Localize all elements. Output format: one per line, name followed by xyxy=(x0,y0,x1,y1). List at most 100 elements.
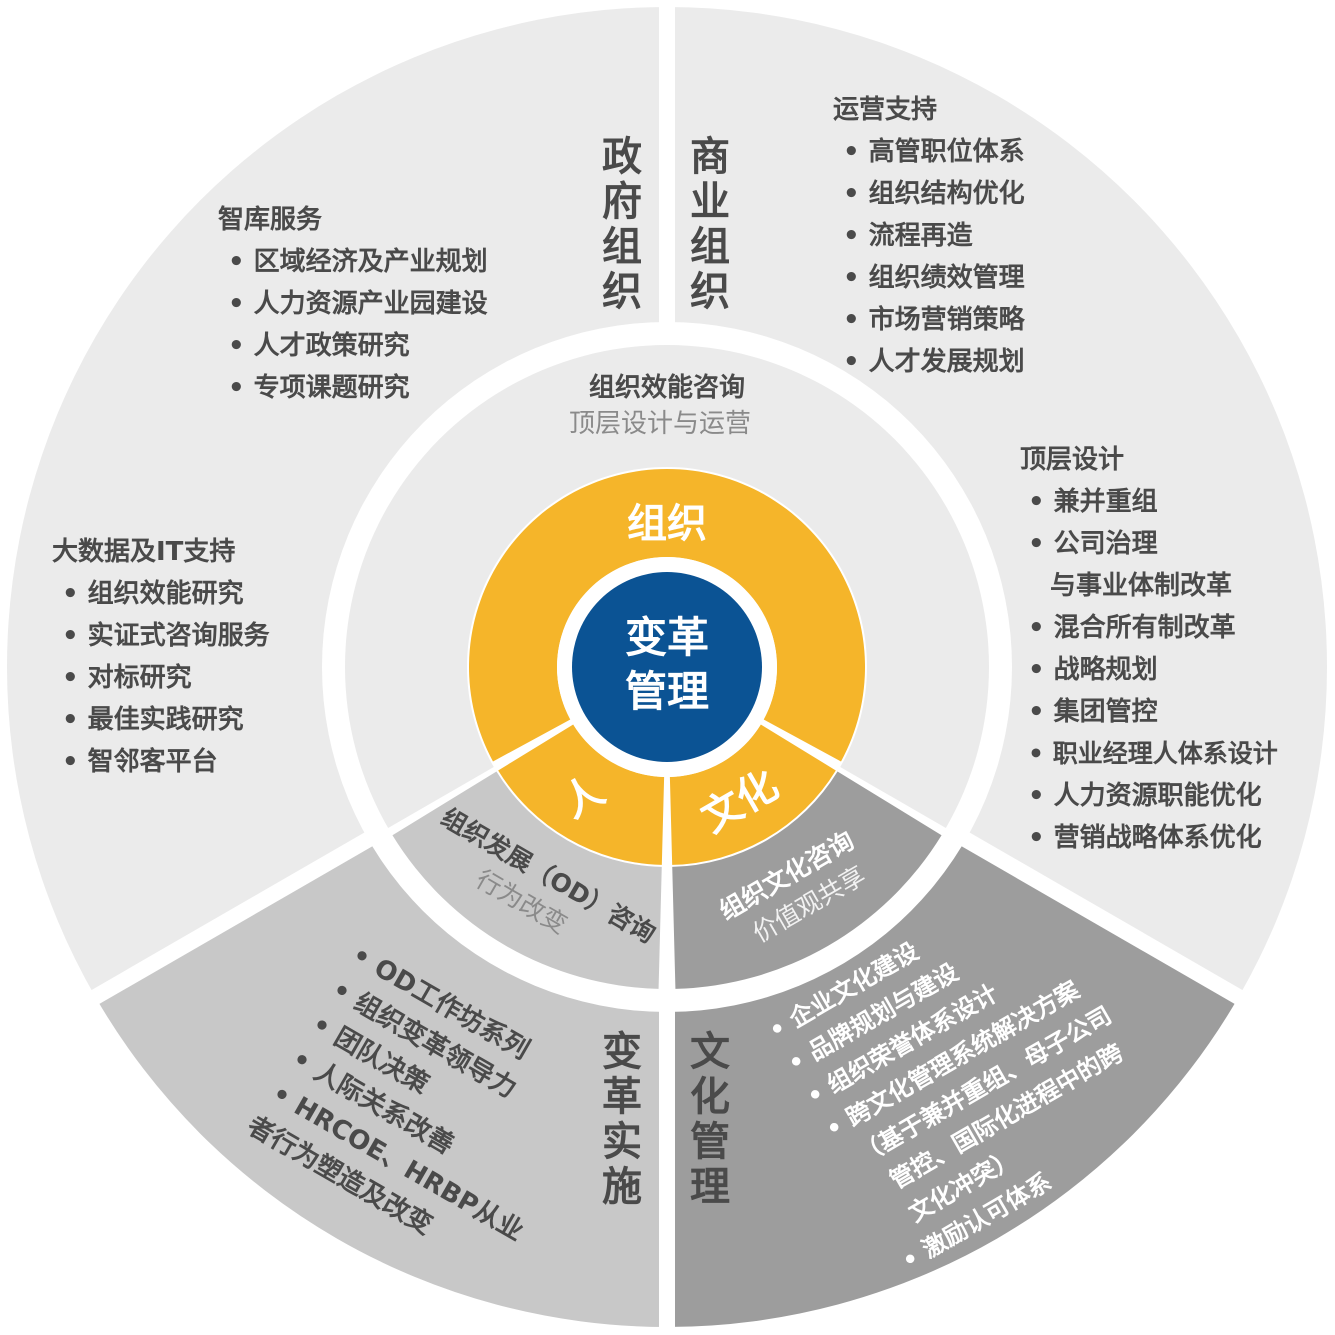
bullet-icon: • xyxy=(843,347,869,377)
sector-heading-government: 政 府 组 织 xyxy=(602,134,642,315)
ring-subtitle-efficiency: 顶层设计与运营 xyxy=(569,409,751,439)
list-item-text: 营销战略体系优化 xyxy=(1054,822,1262,853)
list-item-text: 高管职位体系 xyxy=(869,136,1025,167)
bullet-icon: • xyxy=(62,579,88,609)
list-item: • 战略规划 xyxy=(1028,654,1158,685)
list-item: • 智邻客平台 xyxy=(62,746,218,777)
list-item-text: 流程再造 xyxy=(869,221,973,251)
gold-segment-culture xyxy=(669,724,836,865)
list-operations-title: 运营支持 xyxy=(833,95,937,125)
list-item-text: 集团管控 xyxy=(1053,696,1158,727)
bullet-icon: • xyxy=(228,247,254,277)
list-item: • 职业经理人体系设计 xyxy=(1028,739,1278,768)
bullet-icon: • xyxy=(1028,697,1054,727)
core-circle xyxy=(572,572,762,762)
list-item: • 人才发展规划 xyxy=(843,346,1025,377)
list-item: • 营销战略体系优化 xyxy=(1028,822,1262,853)
bullet-icon: • xyxy=(62,705,88,735)
sector-heading-government-char-3: 组 xyxy=(602,224,642,270)
bullet-icon: • xyxy=(62,621,88,651)
bullet-icon: • xyxy=(843,137,869,167)
list-bigdata-title: 大数据及IT支持 xyxy=(52,537,235,567)
list-thinktank-title: 智库服务 xyxy=(218,205,322,235)
list-item: • 人力资源产业园建设 xyxy=(228,289,488,319)
divider-lower-right xyxy=(953,827,1247,1006)
ring-segment-od xyxy=(392,771,662,989)
list-item-text: 兼并重组 xyxy=(1054,486,1158,517)
bullet-icon: • xyxy=(1028,655,1054,685)
sector-heading-culture-char-3: 管 xyxy=(690,1119,730,1165)
ring-segment-culture xyxy=(672,771,942,989)
list-item-text: 市场营销策略 xyxy=(869,304,1026,335)
list-item: • 实证式咨询服务 xyxy=(62,620,270,651)
list-item-text: 组织结构优化 xyxy=(869,178,1025,209)
bullet-icon: • xyxy=(1028,823,1054,853)
sector-heading-change-char-2: 革 xyxy=(602,1074,642,1120)
list-toplevel-title: 顶层设计 xyxy=(1020,445,1124,475)
sector-heading-government-char-1: 政 xyxy=(602,134,642,180)
sector-heading-culture-char-1: 文 xyxy=(690,1029,730,1075)
sector-heading-business-char-1: 商 xyxy=(690,134,730,180)
list-item: • 兼并重组 xyxy=(1028,486,1158,517)
bullet-icon: • xyxy=(843,179,869,209)
list-item: • 组织绩效管理 xyxy=(843,262,1025,293)
list-item: • 组织结构优化 xyxy=(843,178,1025,209)
list-item: • 区域经济及产业规划 xyxy=(228,246,488,277)
list-item-text: 人才政策研究 xyxy=(254,330,410,361)
sector-heading-culture-char-4: 理 xyxy=(690,1164,730,1210)
sector-heading-culture-char-2: 化 xyxy=(690,1074,730,1120)
list-item-text: 最佳实践研究 xyxy=(88,704,244,735)
ring-segment-efficiency xyxy=(344,345,989,828)
sector-heading-culture-management: 文 化 管 理 xyxy=(690,1029,730,1210)
list-item-text: 混合所有制改革 xyxy=(1054,612,1236,643)
ring-title-efficiency: 组织效能咨询 xyxy=(589,372,745,403)
sector-heading-change: 变 革 实 施 xyxy=(602,1029,642,1210)
list-item: • 人才政策研究 xyxy=(228,330,410,361)
list-bigdata: 大数据及IT支持 • 组织效能研究 • 实证式咨询服务 • 对标研究 • 最佳实… xyxy=(52,537,270,777)
inner-ring xyxy=(469,469,865,865)
list-item: • 公司治理 xyxy=(1028,529,1158,559)
list-item-text: 公司治理 xyxy=(1054,529,1158,559)
list-item-text: 人才发展规划 xyxy=(869,346,1025,377)
bullet-icon: • xyxy=(843,221,869,251)
sector-heading-change-char-3: 实 xyxy=(602,1119,642,1165)
list-operations: 运营支持 • 高管职位体系 • 组织结构优化 • 流程再造 • 组织绩效管理 •… xyxy=(833,95,1026,377)
list-item-text: 战略规划 xyxy=(1054,654,1158,685)
list-item-text: 专项课题研究 xyxy=(254,372,410,403)
bullet-icon: • xyxy=(1028,613,1054,643)
core-label-line1: 变革 xyxy=(625,613,709,662)
sector-heading-government-char-2: 府 xyxy=(602,179,642,225)
list-item-text: 人力资源职能优化 xyxy=(1054,780,1262,811)
list-item: • 集团管控 xyxy=(1028,696,1158,727)
inner-label-organization: 组织 xyxy=(627,501,707,547)
bullet-icon: • xyxy=(843,263,869,293)
list-thinktank: 智库服务 • 区域经济及产业规划 • 人力资源产业园建设 • 人才政策研究 • … xyxy=(218,205,488,403)
list-toplevel: 顶层设计 • 兼并重组 • 公司治理 与事业体制改革 • 混合所有制改革 • 战… xyxy=(1020,445,1278,853)
sector-heading-business: 商 业 组 织 xyxy=(690,134,730,315)
bullet-icon: • xyxy=(62,747,88,777)
list-item: • 组织效能研究 xyxy=(62,578,244,609)
gold-segment-people xyxy=(498,724,665,865)
list-item-text: 人力资源产业园建设 xyxy=(254,289,488,319)
list-item: • 市场营销策略 xyxy=(843,304,1026,335)
list-item: • 人力资源职能优化 xyxy=(1028,780,1262,811)
bullet-icon: • xyxy=(228,373,254,403)
list-item-text: 职业经理人体系设计 xyxy=(1053,739,1278,768)
sector-heading-business-char-3: 组 xyxy=(690,224,730,270)
core-label-line2: 管理 xyxy=(625,667,709,716)
list-item-text: 对标研究 xyxy=(88,662,192,693)
list-item-text: 组织效能研究 xyxy=(88,578,244,609)
list-item-text: 实证式咨询服务 xyxy=(88,620,270,651)
sector-heading-government-char-4: 织 xyxy=(602,269,642,315)
bullet-icon: • xyxy=(843,305,869,335)
sector-heading-business-char-2: 业 xyxy=(690,179,730,225)
bullet-icon: • xyxy=(1028,781,1054,811)
list-item-continuation: 与事业体制改革 xyxy=(1050,570,1232,601)
sector-heading-change-char-4: 施 xyxy=(602,1164,642,1210)
bullet-icon: • xyxy=(228,289,254,319)
sector-heading-business-char-4: 织 xyxy=(690,269,730,315)
list-item-text: 区域经济及产业规划 xyxy=(254,246,488,277)
list-item: • 高管职位体系 xyxy=(843,136,1025,167)
